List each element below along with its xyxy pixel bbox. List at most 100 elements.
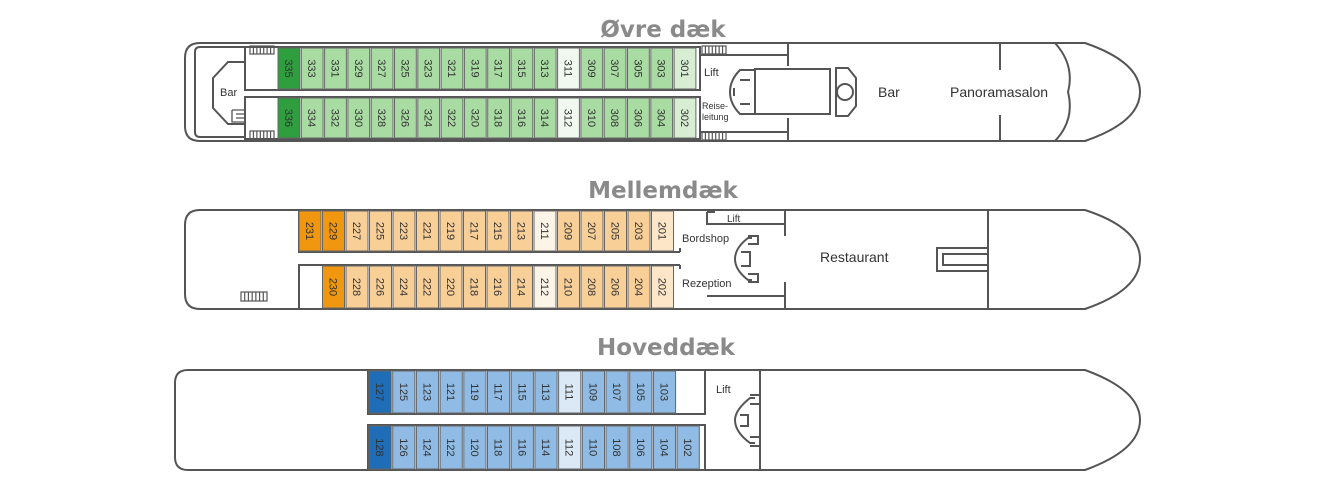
cabin-119[interactable]: 119 [463,370,487,414]
cabin-212[interactable]: 212 [533,265,557,309]
cabin-block-outline [244,46,701,91]
cabin-211[interactable]: 211 [533,210,557,252]
cabin-333[interactable]: 333 [300,47,324,90]
cabin-127[interactable]: 127 [368,370,392,414]
cabin-219[interactable]: 219 [439,210,463,252]
cabin-113[interactable]: 113 [534,370,558,414]
cabin-227[interactable]: 227 [345,210,369,252]
cabin-105[interactable]: 105 [629,370,653,414]
cabin-231[interactable]: 231 [298,210,322,252]
cabin-218[interactable]: 218 [463,265,486,309]
cabin-320[interactable]: 320 [463,97,487,139]
cabin-323[interactable]: 323 [417,47,441,90]
cabin-334[interactable]: 334 [300,97,324,139]
cabin-103[interactable]: 103 [652,370,677,414]
cabin-304[interactable]: 304 [650,97,674,139]
cabin-332[interactable]: 332 [324,97,347,139]
cabin-102[interactable]: 102 [676,425,700,470]
cabin-313[interactable]: 313 [533,47,557,90]
cabin-205[interactable]: 205 [604,210,627,252]
cabin-116[interactable]: 116 [510,425,534,470]
cabin-215[interactable]: 215 [486,210,510,252]
cabin-117[interactable]: 117 [487,370,511,414]
cabin-109[interactable]: 109 [581,370,605,414]
cabin-104[interactable]: 104 [652,425,677,470]
cabin-336[interactable]: 336 [277,97,301,139]
cabin-301[interactable]: 301 [673,47,697,90]
cabin-210[interactable]: 210 [557,265,580,309]
cabin-fill [487,425,511,470]
cabin-209[interactable]: 209 [557,210,580,252]
cabin-223[interactable]: 223 [392,210,416,252]
cabin-318[interactable]: 318 [487,97,511,139]
cabin-224[interactable]: 224 [392,265,416,309]
cabin-330[interactable]: 330 [347,97,371,139]
cabin-230[interactable]: 230 [322,265,345,309]
cabin-204[interactable]: 204 [627,265,651,309]
cabin-226[interactable]: 226 [369,265,392,309]
cabin-115[interactable]: 115 [510,370,534,414]
cabin-number: 219 [444,222,456,240]
cabin-221[interactable]: 221 [416,210,439,252]
cabin-303[interactable]: 303 [650,47,674,90]
cabin-314[interactable]: 314 [533,97,557,139]
cabin-305[interactable]: 305 [627,47,650,90]
cabin-327[interactable]: 327 [370,47,394,90]
cabin-315[interactable]: 315 [510,47,534,90]
cabin-311[interactable]: 311 [557,47,580,90]
cabin-111[interactable]: 111 [558,370,582,414]
cabin-322[interactable]: 322 [440,97,464,139]
cabin-114[interactable]: 114 [534,425,558,470]
cabin-number: 206 [609,278,621,296]
cabin-214[interactable]: 214 [510,265,533,309]
cabin-201[interactable]: 201 [651,210,674,252]
cabin-207[interactable]: 207 [580,210,604,252]
cabin-124[interactable]: 124 [415,425,440,470]
cabin-316[interactable]: 316 [510,97,534,139]
cabin-107[interactable]: 107 [605,370,629,414]
cabin-321[interactable]: 321 [440,47,464,90]
cabin-202[interactable]: 202 [651,265,674,309]
cabin-123[interactable]: 123 [415,370,440,414]
cabin-325[interactable]: 325 [394,47,417,90]
cabin-306[interactable]: 306 [627,97,650,139]
cabin-324[interactable]: 324 [417,97,441,139]
cabin-331[interactable]: 331 [324,47,347,90]
cabin-120[interactable]: 120 [463,425,487,470]
cabin-317[interactable]: 317 [487,47,511,90]
cabin-217[interactable]: 217 [463,210,486,252]
cabin-125[interactable]: 125 [392,370,416,414]
cabin-112[interactable]: 112 [558,425,582,470]
cabin-225[interactable]: 225 [369,210,392,252]
cabin-126[interactable]: 126 [392,425,416,470]
cabin-110[interactable]: 110 [581,425,605,470]
cabin-206[interactable]: 206 [604,265,627,309]
cabin-312[interactable]: 312 [557,97,580,139]
cabin-128[interactable]: 128 [368,425,392,470]
cabin-309[interactable]: 309 [580,47,604,90]
cabin-213[interactable]: 213 [510,210,533,252]
cabin-326[interactable]: 326 [394,97,417,139]
cabin-307[interactable]: 307 [603,47,627,90]
cabin-216[interactable]: 216 [486,265,510,309]
cabin-329[interactable]: 329 [347,47,371,90]
cabin-118[interactable]: 118 [487,425,511,470]
cabin-121[interactable]: 121 [439,370,463,414]
cabin-228[interactable]: 228 [345,265,369,309]
cabin-328[interactable]: 328 [370,97,394,139]
cabin-222[interactable]: 222 [416,265,439,309]
cabin-122[interactable]: 122 [439,425,463,470]
cabin-335[interactable]: 335 [277,47,301,90]
cabin-208[interactable]: 208 [580,265,604,309]
cabin-106[interactable]: 106 [629,425,653,470]
cabin-229[interactable]: 229 [322,210,345,252]
cabin-108[interactable]: 108 [605,425,629,470]
cabin-302[interactable]: 302 [673,97,697,139]
cabin-fill [486,210,510,252]
cabin-319[interactable]: 319 [463,47,487,90]
cabin-203[interactable]: 203 [627,210,651,252]
cabin-220[interactable]: 220 [439,265,463,309]
cabin-308[interactable]: 308 [603,97,627,139]
cabin-310[interactable]: 310 [580,97,604,139]
